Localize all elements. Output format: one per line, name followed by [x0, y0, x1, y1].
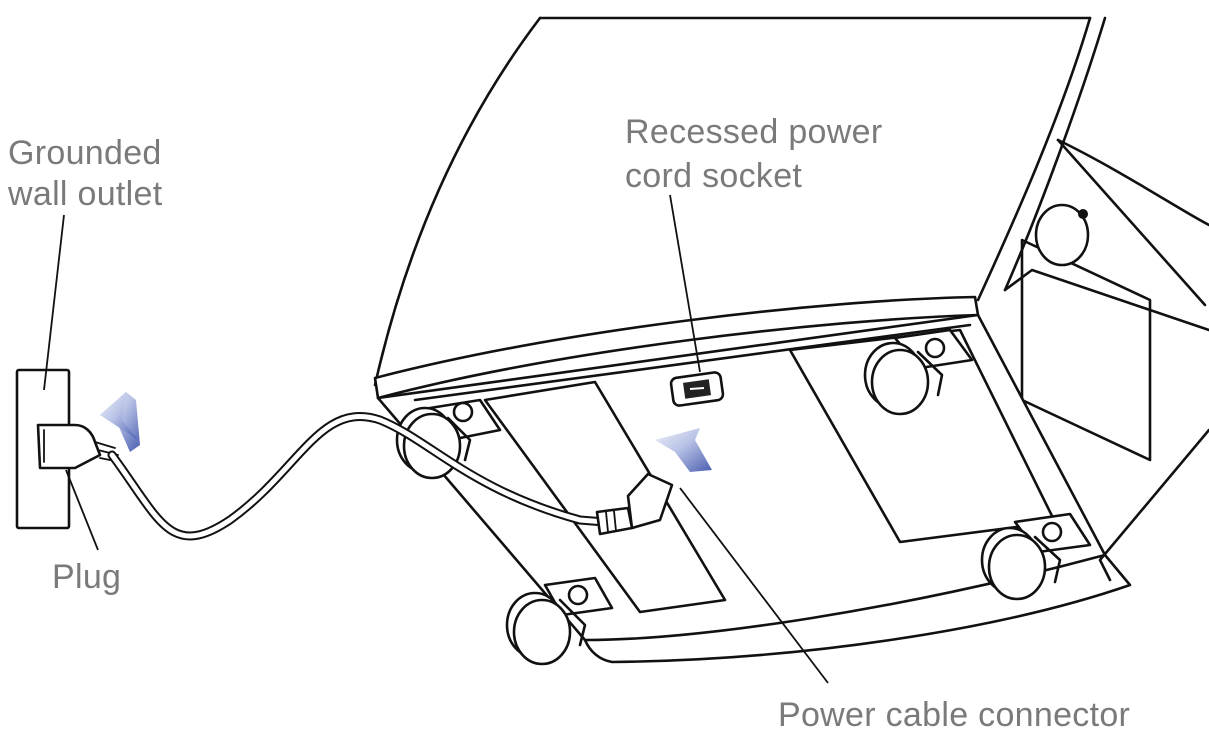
label-socket-line1: Recessed power: [625, 113, 882, 151]
recessed-power-socket: [670, 372, 723, 407]
leader-wall-outlet: [44, 215, 64, 390]
label-wall-outlet-line2: wall outlet: [7, 175, 163, 213]
side-knob: [1036, 205, 1088, 265]
plug: [38, 425, 120, 468]
label-wall-outlet-line1: Grounded: [8, 134, 162, 172]
label-plug: Plug: [52, 558, 121, 596]
leader-socket: [670, 195, 700, 372]
arrow-up-left-icon: [100, 392, 140, 452]
label-socket-line2: cord socket: [625, 157, 802, 195]
label-power-cable-connector: Power cable connector: [778, 696, 1130, 734]
leader-plug: [66, 470, 98, 550]
